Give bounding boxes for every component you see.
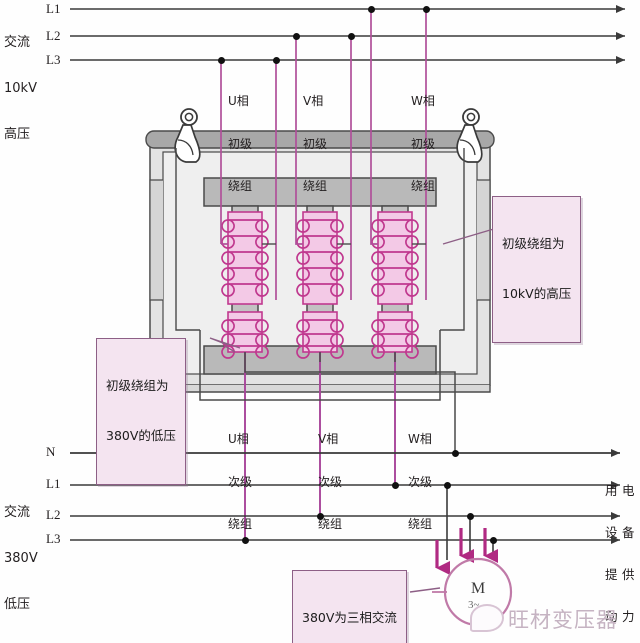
motor-phase-mark: 3~	[468, 599, 480, 611]
secondary-winding-label-w: W相 次级 绕组	[408, 432, 433, 532]
lv-bus-label-l3: L3	[46, 531, 61, 546]
lv-phase-droppers	[244, 352, 396, 540]
motor-current-arrows	[435, 528, 498, 575]
junction-dot	[348, 33, 355, 40]
primary-winding-label-u: U相 初级 绕组	[228, 94, 253, 194]
primary-coil-w	[371, 211, 419, 305]
primary-coil-v	[296, 211, 344, 305]
hv-source-label: 交流 10kV 高压	[4, 34, 37, 142]
junction-dot	[293, 33, 300, 40]
hv-bus-label-l1: L1	[46, 1, 61, 16]
junction-dot	[368, 6, 375, 13]
junction-dot	[273, 57, 280, 64]
motor-letter: M	[471, 580, 486, 597]
lv-bus-label-l1: L1	[46, 476, 61, 491]
junction-dot	[467, 513, 474, 520]
junction-dot	[242, 537, 249, 544]
secondary-coil-v	[296, 311, 344, 359]
lifting-lug-left	[174, 108, 201, 163]
hv-bus-lines	[70, 5, 625, 64]
junction-dot	[423, 6, 430, 13]
hv-bus-label-l3: L3	[46, 52, 61, 67]
lv-source-label: 交流 380V 低压	[4, 504, 38, 612]
callout-lv-secondary: 初级绕组为 380V的低压	[96, 338, 186, 485]
primary-winding-label-v: V相 初级 绕组	[303, 94, 328, 194]
load-note-column-left: 用 设 提 动 电	[605, 483, 618, 624]
hv-internal-loops	[175, 148, 465, 331]
junction-dot	[490, 537, 497, 544]
junction-dot	[452, 450, 459, 457]
callout-motor-supply: 380V为三相交流 电动机进行供	[292, 570, 407, 643]
callout-hv-primary: 初级绕组为 10kV的高压	[492, 196, 582, 343]
lv-bus-label-l2: L2	[46, 507, 61, 522]
junction-dot	[444, 482, 451, 489]
primary-coil-u	[221, 211, 269, 305]
secondary-winding-label-u: U相 次级 绕组	[228, 432, 253, 532]
secondary-coil-w	[371, 311, 419, 359]
secondary-winding-label-v: V相 次级 绕组	[318, 432, 343, 532]
junction-dot	[392, 482, 399, 489]
hv-phase-droppers	[220, 9, 427, 300]
watermark-text: 旺材变压器	[508, 608, 618, 632]
load-note-column-right: 电 备 供 力 源	[622, 483, 635, 624]
lv-neutral-link	[199, 330, 456, 453]
hv-bus-label-l2: L2	[46, 28, 61, 43]
junction-dot	[317, 513, 324, 520]
wechat-icon	[470, 604, 504, 632]
lv-bus-label-n: N	[46, 444, 56, 459]
callout-leaders	[209, 227, 498, 593]
junction-dot	[218, 57, 225, 64]
secondary-coil-u	[221, 311, 269, 359]
primary-winding-label-w: W相 初级 绕组	[411, 94, 436, 194]
